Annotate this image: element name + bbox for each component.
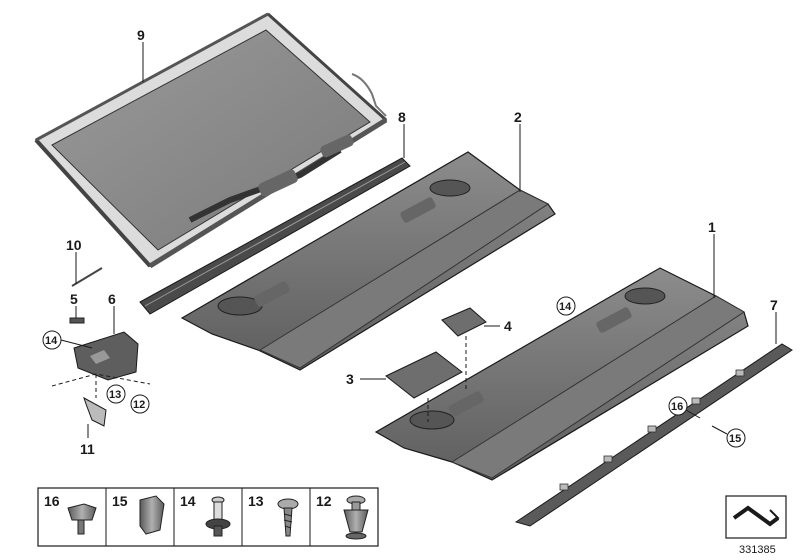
legend-cell-12: 12	[316, 493, 369, 540]
svg-text:13: 13	[109, 389, 121, 401]
seal-strip	[139, 157, 411, 315]
callout-circle-15: 15	[711, 425, 746, 448]
legend-cell-15: 15	[112, 493, 165, 535]
svg-text:5: 5	[70, 291, 78, 307]
callout-circle-13: 13	[106, 384, 126, 404]
svg-text:7: 7	[770, 297, 778, 313]
svg-text:16: 16	[44, 493, 60, 509]
callout-8: 8	[398, 109, 406, 158]
svg-text:4: 4	[504, 318, 512, 334]
svg-text:15: 15	[729, 433, 741, 445]
svg-text:12: 12	[133, 399, 145, 411]
callout-circle-14a: 14	[42, 330, 93, 350]
svg-text:1: 1	[708, 219, 716, 235]
svg-text:16: 16	[671, 401, 683, 413]
fastener-legend: 16 15 14 13	[37, 487, 379, 547]
callout-4: 4	[484, 318, 512, 334]
callout-10: 10	[66, 237, 82, 284]
callout-circle-12: 12	[130, 394, 150, 414]
legend-cell-16: 16	[44, 493, 97, 535]
square-clip-icon	[139, 495, 165, 535]
svg-text:6: 6	[108, 291, 116, 307]
svg-text:15: 15	[112, 493, 128, 509]
document-number: 331385	[739, 544, 776, 556]
parcel-shelf-upper	[180, 151, 556, 371]
document-marker: 331385	[725, 495, 787, 556]
trim-strip	[514, 343, 793, 527]
callout-circle-16: 16	[668, 396, 701, 419]
svg-text:9: 9	[137, 27, 145, 43]
push-clip-icon	[343, 495, 369, 540]
bracket-part-6	[73, 331, 139, 381]
callout-circle-14b: 14	[556, 296, 576, 316]
cover-part-4	[441, 307, 487, 337]
svg-text:8: 8	[398, 109, 406, 125]
angle-arrow-icon	[732, 505, 780, 527]
legend-cell-13: 13	[248, 493, 299, 537]
callout-1: 1	[708, 219, 716, 298]
svg-text:3: 3	[346, 371, 354, 387]
svg-text:12: 12	[316, 493, 332, 509]
wire-part-10	[71, 267, 103, 287]
expanding-rivet-icon	[205, 496, 231, 537]
callout-6: 6	[108, 291, 116, 334]
sunblind-assembly	[34, 12, 388, 269]
cover-part-3	[385, 351, 463, 399]
svg-text:14: 14	[559, 301, 572, 313]
svg-text:14: 14	[180, 493, 196, 509]
holder-part-11	[83, 396, 107, 427]
svg-text:11: 11	[80, 441, 95, 457]
svg-text:14: 14	[45, 335, 58, 347]
screw-icon	[277, 498, 299, 537]
nut-clip-icon	[67, 503, 97, 535]
callout-3: 3	[346, 371, 386, 387]
callout-7: 7	[770, 297, 778, 344]
callout-5: 5	[70, 291, 78, 318]
callout-2: 2	[514, 109, 522, 192]
svg-text:2: 2	[514, 109, 522, 125]
callout-9: 9	[137, 27, 145, 82]
clip-part-5	[69, 317, 85, 324]
parcel-shelf-lower	[374, 267, 749, 481]
legend-cell-14: 14	[180, 493, 231, 537]
callout-11: 11	[80, 424, 95, 457]
svg-text:10: 10	[66, 237, 82, 253]
svg-text:13: 13	[248, 493, 264, 509]
